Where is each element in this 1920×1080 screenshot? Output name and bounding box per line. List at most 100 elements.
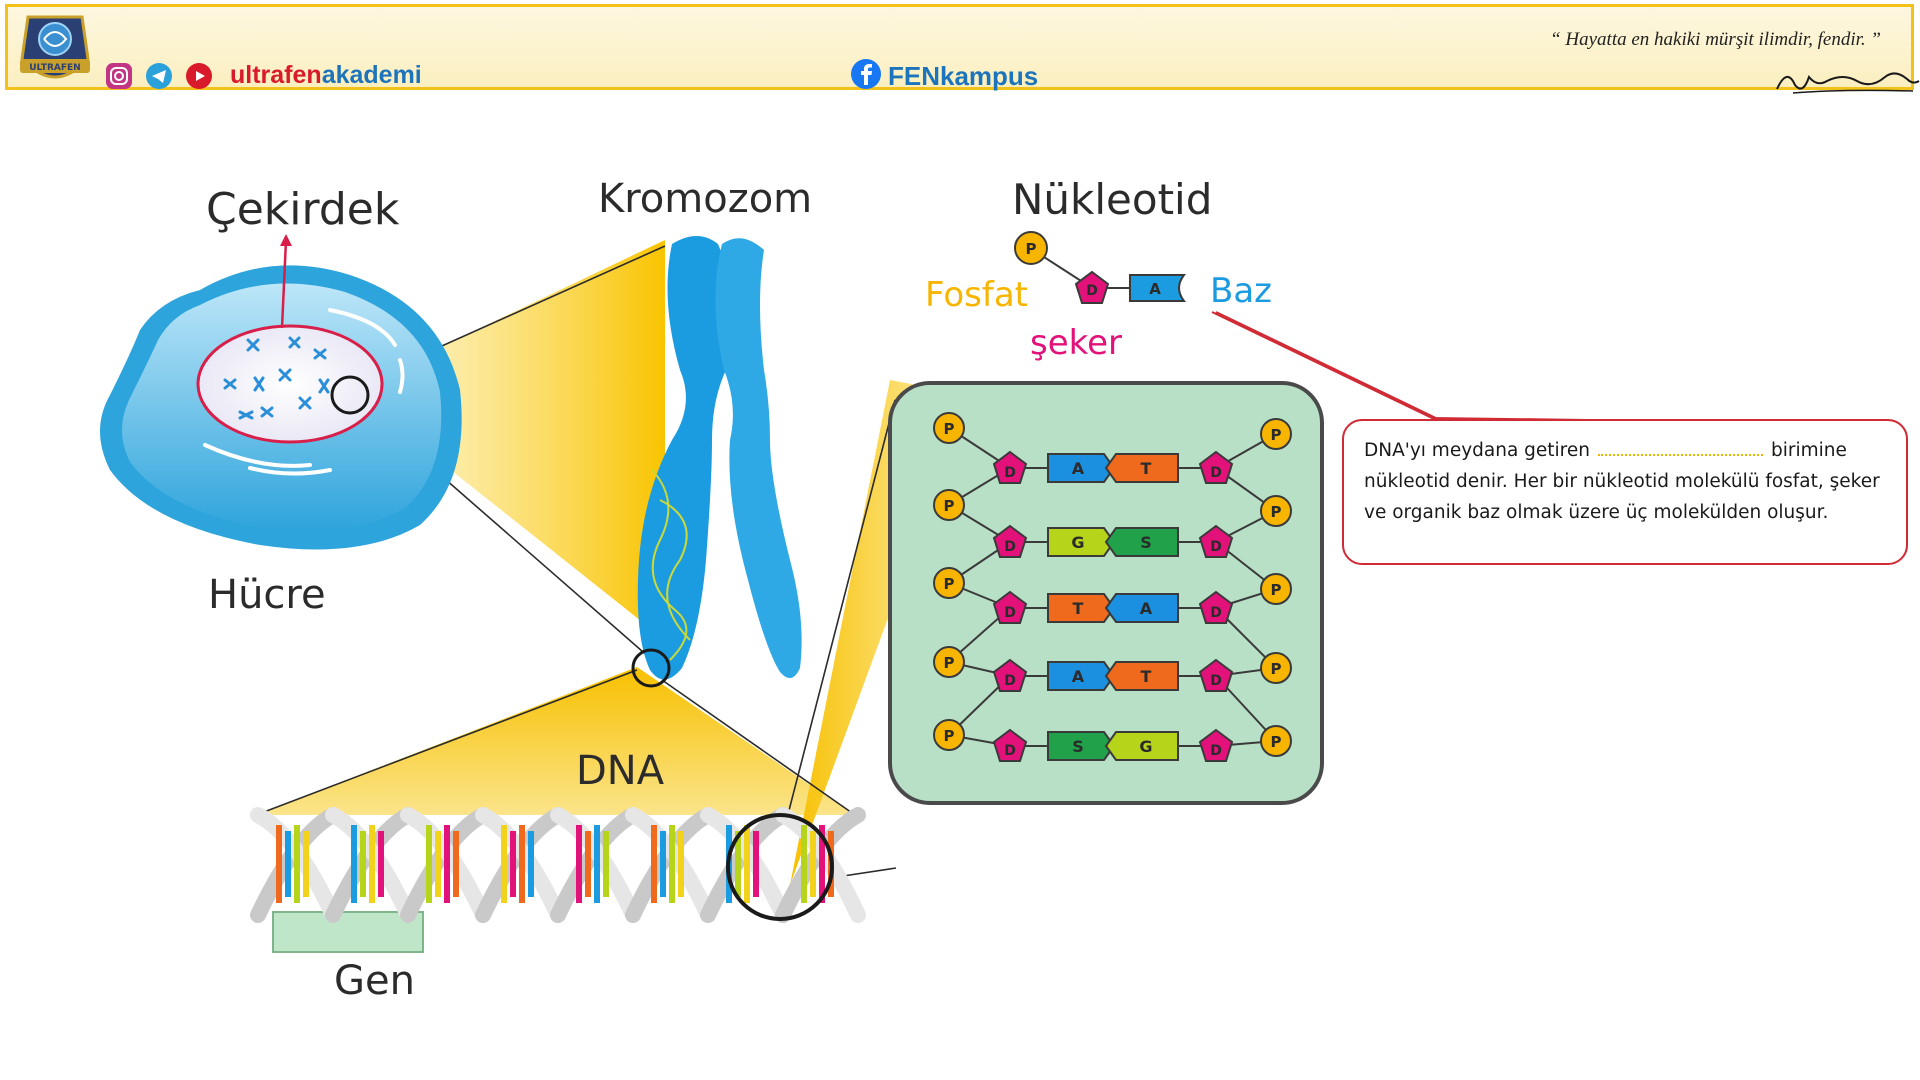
phosphate-label: P bbox=[1271, 581, 1282, 599]
helix-base-bar bbox=[426, 825, 432, 903]
base-left bbox=[1047, 453, 1116, 483]
base-letter: A bbox=[1149, 280, 1161, 298]
helix-base-bar bbox=[744, 825, 750, 903]
phosphate-label: P bbox=[944, 654, 955, 672]
phosphate-letter: P bbox=[1026, 240, 1037, 258]
helix-base-bar bbox=[660, 831, 666, 897]
chromosome-illustration bbox=[631, 236, 802, 688]
sugar-letter: D bbox=[1086, 283, 1098, 299]
phosphate bbox=[1260, 652, 1292, 684]
label-dna: DNA bbox=[576, 748, 665, 794]
helix-base-bar bbox=[651, 825, 657, 903]
label-nucleotide: Nükleotid bbox=[1012, 175, 1212, 224]
nucleus-pointer bbox=[280, 239, 288, 329]
gene-segment bbox=[272, 911, 424, 953]
sugar bbox=[992, 590, 1028, 624]
sugar-label: D bbox=[1004, 605, 1016, 621]
nucleus bbox=[196, 324, 384, 444]
callout-text-rest: nükleotid denir. Her bir nükleotid molek… bbox=[1364, 471, 1880, 523]
helix-base-bar bbox=[603, 831, 609, 897]
phosphate-label: P bbox=[1271, 660, 1282, 678]
sugar bbox=[1198, 524, 1234, 558]
instagram-icon[interactable] bbox=[105, 62, 133, 90]
base-right bbox=[1104, 527, 1179, 557]
fill-in-blank[interactable] bbox=[1598, 436, 1763, 456]
helix-base-bar bbox=[519, 825, 525, 903]
chromosome-glyphs bbox=[223, 336, 330, 420]
phosphate-label: P bbox=[944, 420, 955, 438]
nucleus-pointer-arrow bbox=[280, 234, 292, 246]
helix-base-bar bbox=[303, 831, 309, 897]
base-left-label: A bbox=[1072, 459, 1085, 478]
facebook-icon[interactable] bbox=[850, 58, 882, 90]
sugar-symbol bbox=[1074, 270, 1110, 304]
helix-base-bar bbox=[276, 825, 282, 903]
helix-base-bar bbox=[810, 831, 816, 897]
phosphate-label: P bbox=[1271, 426, 1282, 444]
phosphate bbox=[1260, 495, 1292, 527]
helix-base-bar bbox=[819, 825, 825, 903]
sugar bbox=[992, 728, 1028, 762]
label-nucleus: Çekirdek bbox=[206, 184, 400, 235]
telegram-icon[interactable] bbox=[145, 62, 173, 90]
brand-right: akademi bbox=[321, 61, 422, 89]
base-right bbox=[1104, 453, 1179, 483]
phosphate-label: P bbox=[944, 727, 955, 745]
base-left-label: S bbox=[1072, 737, 1084, 756]
zoom-wedge-cell-chromosome bbox=[350, 240, 665, 640]
phosphate-symbol bbox=[1014, 231, 1048, 265]
fenkampus-link[interactable]: FENkampus bbox=[888, 61, 1039, 91]
callout-text-start: DNA'yı meydana getiren bbox=[1364, 440, 1590, 461]
sugar-label: D bbox=[1004, 539, 1016, 555]
base-right-label: A bbox=[1140, 599, 1153, 618]
label-sugar: şeker bbox=[1030, 323, 1122, 363]
base-left bbox=[1047, 731, 1116, 761]
helix-base-bar bbox=[378, 831, 384, 897]
phosphate-label: P bbox=[1271, 503, 1282, 521]
sugar-label: D bbox=[1004, 465, 1016, 481]
label-phosphate: Fosfat bbox=[925, 275, 1028, 315]
zoom-circle-chromosome bbox=[631, 648, 671, 688]
sugar-label: D bbox=[1004, 743, 1016, 759]
base-right-label: T bbox=[1141, 459, 1152, 478]
phosphate bbox=[933, 567, 965, 599]
dna-helix bbox=[250, 807, 866, 953]
sugar bbox=[992, 658, 1028, 692]
label-cell: Hücre bbox=[208, 572, 326, 618]
base-symbol bbox=[1129, 274, 1187, 302]
logo-text: ULTRAFEN bbox=[29, 63, 80, 73]
helix-base-bar bbox=[678, 831, 684, 897]
helix-base-bar bbox=[294, 825, 300, 903]
phosphate bbox=[1260, 725, 1292, 757]
base-left bbox=[1047, 661, 1116, 691]
sugar bbox=[992, 450, 1028, 484]
cell-membrane-marks bbox=[203, 308, 405, 476]
helix-base-bar bbox=[351, 825, 357, 903]
base-left bbox=[1047, 593, 1116, 623]
header-banner: ULTRAFEN ultrafenakademi FENkampus “ Hay… bbox=[5, 4, 1920, 94]
base-right bbox=[1104, 661, 1179, 691]
base-right-label: G bbox=[1139, 737, 1152, 756]
phosphate bbox=[933, 412, 965, 444]
label-base: Baz bbox=[1210, 271, 1272, 311]
phosphate-label: P bbox=[944, 575, 955, 593]
base-right bbox=[1104, 593, 1179, 623]
ataturk-quote: “ Hayatta en hakiki mürşit ilimdir, fend… bbox=[1550, 29, 1881, 50]
helix-base-bar bbox=[444, 825, 450, 903]
helix-base-bar bbox=[510, 831, 516, 897]
helix-base-bar bbox=[576, 825, 582, 903]
base-right bbox=[1104, 731, 1179, 761]
brand-name[interactable]: ultrafenakademi bbox=[230, 61, 422, 90]
youtube-icon[interactable] bbox=[185, 62, 213, 90]
sugar bbox=[1198, 728, 1234, 762]
helix-base-bar bbox=[801, 825, 807, 903]
ultrafen-logo: ULTRAFEN bbox=[20, 15, 90, 79]
base-right-label: S bbox=[1140, 533, 1152, 552]
phosphate bbox=[1260, 418, 1292, 450]
helix-base-bar bbox=[585, 831, 591, 897]
helix-base-bar bbox=[735, 831, 741, 897]
